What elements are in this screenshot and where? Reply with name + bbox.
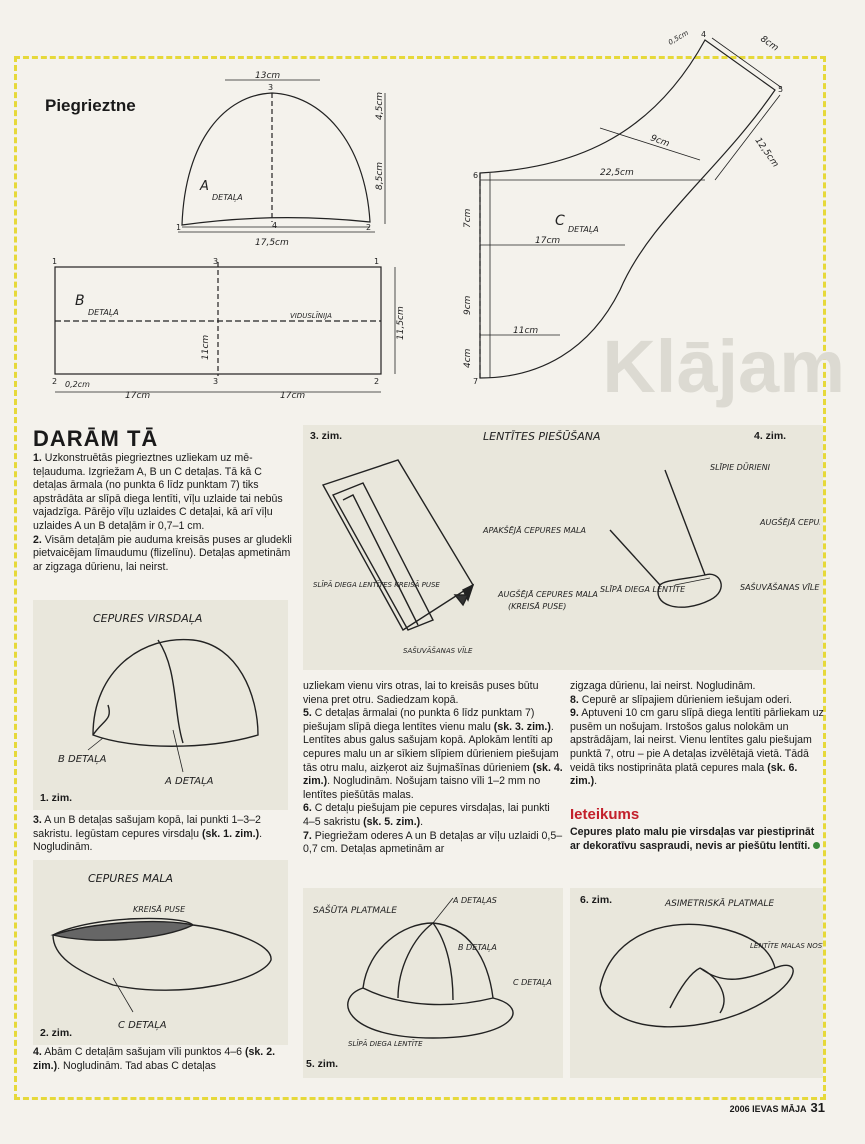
col3-steps: zigzaga dūrienu, lai neirst. Nogludinām.… [570,680,824,788]
svg-text:DETAĻA: DETAĻA [88,308,119,317]
svg-text:4cm: 4cm [463,348,473,368]
svg-text:0,2cm: 0,2cm [65,380,90,389]
fig6-label: 6. zim. [580,894,613,906]
svg-text:ASIMETRISKĀ PLATMALE: ASIMETRISKĀ PLATMALE [664,898,774,909]
dim-c-w3: 11cm [513,326,538,336]
tip-text: Cepures plato malu pie virsdaļas var pie… [570,826,825,853]
svg-text:3: 3 [213,377,218,386]
svg-text:LENTĪTE MALAS NOSTIPRINĀ­ŠANAI: LENTĪTE MALAS NOSTIPRINĀ­ŠANAI [750,941,823,950]
svg-text:VIDUSLĪNIJA: VIDUSLĪNIJA [290,311,332,320]
svg-text:C DETAĻA: C DETAĻA [118,1020,167,1031]
svg-text:B DETAĻA: B DETAĻA [58,754,107,765]
svg-text:2: 2 [52,377,57,386]
svg-text:4: 4 [272,221,277,230]
svg-text:SAŠUVĀŠANAS VĪLE: SAŠUVĀŠANAS VĪLE [403,646,473,655]
svg-text:DETAĻA: DETAĻA [212,193,243,202]
fig4-label: 4. zim. [754,430,787,442]
fig3-label: 3. zim. [310,430,343,442]
dim-b-left: 17cm [125,391,150,401]
svg-text:B DETAĻA: B DETAĻA [458,943,497,952]
dim-a-h2: 8,5cm [375,162,385,190]
dim-c-w2: 17cm [535,236,560,246]
dim-a-bottom: 17,5cm [255,238,289,248]
fig6-zone [570,888,823,1078]
col1-steps: 1. Uzkonstruētās piegrieztnes uzliekam u… [33,452,293,574]
fig1-zone [33,600,288,810]
svg-text:AUGŠĒJĀ CEPURES MALA: AUGŠĒJĀ CEPURES MALA [759,516,820,527]
svg-text:1: 1 [52,257,57,266]
step-1: 1. Uzkonstruētās piegrieztnes uzliekam u… [33,452,283,532]
bullet-icon [813,841,821,849]
tip-title: Ieteikums [570,806,640,823]
pattern-a-shape [181,92,371,226]
svg-text:5: 5 [778,85,783,94]
b-detala-label: B [75,293,85,309]
svg-text:KREISĀ PUSE: KREISĀ PUSE [133,904,186,914]
fig1-heading: CEPURES VIRSDAĻA [93,612,202,625]
svg-text:11,5cm: 11,5cm [396,306,406,340]
fig34-zone [303,425,823,670]
svg-text:(KREISĀ PUSE): (KREISĀ PUSE) [508,601,566,611]
svg-text:0,5cm: 0,5cm [667,29,690,47]
fig2-heading: CEPURES MALA [88,872,173,885]
svg-text:8cm: 8cm [758,34,780,53]
svg-text:A DETAĻAS: A DETAĻAS [452,896,497,905]
section-title: DARĀM TĀ [33,426,159,451]
svg-text:SLĪPĀ DIEGA LENTĪTES KREISĀ PU: SLĪPĀ DIEGA LENTĪTES KREISĀ PUSE [313,580,440,589]
fig1-drawing: CEPURES VIRSDAĻA B DETAĻA A DETAĻA [58,612,259,787]
svg-text:4: 4 [701,30,706,39]
a-detala-label: A [199,179,209,194]
svg-text:7: 7 [473,377,478,386]
svg-text:SAŠUVĀŠANAS VĪLE: SAŠUVĀŠANAS VĪLE [740,581,820,592]
svg-text:DETAĻA: DETAĻA [568,225,599,234]
fig5-zone [303,888,563,1078]
svg-text:SLĪPĀ DIEGA LENTĪTE: SLĪPĀ DIEGA LENTĪTE [600,584,686,594]
svg-text:1: 1 [176,223,181,232]
background-title: Klājam [602,325,845,408]
svg-text:AUGŠĒJĀ CEPURES MALA: AUGŠĒJĀ CEPURES MALA [497,588,598,599]
dashed-frame [14,56,826,1100]
col1-step3: 3. A un B detaļas sašujam kopā, lai punk… [33,814,263,854]
fig2-zone [33,860,288,1045]
svg-text:SAŠŪTA PLATMALE: SAŠŪTA PLATMALE [313,904,397,916]
svg-text:A DETAĻA: A DETAĻA [164,776,214,787]
svg-text:C DETAĻA: C DETAĻA [513,978,552,987]
dim-a-h1: 4,5cm [375,92,385,120]
svg-text:11cm: 11cm [201,335,211,360]
fig1-label: 1. zim. [40,792,73,804]
svg-text:7cm: 7cm [463,208,473,228]
fig2-label: 2. zim. [40,1027,73,1039]
fig3-drawing: LENTĪTES PIEŠŪŠANA APAKŠĒJĀ CEPURES MALA… [313,430,601,655]
fig2-drawing: CEPURES MALA KREISĀ PUSE C DETAĻA [50,872,272,1031]
svg-text:2: 2 [366,223,371,232]
svg-text:6: 6 [473,171,478,180]
step-2: 2. Visām detaļām pie auduma kreisās puse… [33,533,292,573]
dim-b-right: 17cm [280,391,305,401]
svg-text:3: 3 [268,83,273,92]
svg-text:2: 2 [374,377,379,386]
pattern-title: Piegrieztne [45,96,136,115]
fig5-label: 5. zim. [306,1058,339,1070]
svg-text:SLĪPĀ DIEGA LENTĪTE: SLĪPĀ DIEGA LENTĪTE [348,1039,423,1048]
svg-text:APAKŠĒJĀ CEPURES MALA: APAKŠĒJĀ CEPURES MALA [482,524,586,535]
fig4-drawing: SLĪPIE DŪRIENI AUGŠĒJĀ CEPURES MALA SLĪP… [600,462,820,608]
svg-text:9cm: 9cm [463,295,473,315]
svg-text:1: 1 [374,257,379,266]
fig6-drawing: ASIMETRISKĀ PLATMALE LENTĪTE MALAS NOSTI… [599,898,823,1028]
col1-step4: 4. Abām C detaļām sašujam vīli punktos 4… [33,1046,276,1072]
dim-c-w1: 22,5cm [600,168,634,178]
dim-a-top: 13cm [255,71,280,81]
pattern-diagram: 13cm 17,5cm 4,5cm 8,5cm A DETAĻA B DETAĻ… [52,29,783,401]
svg-text:SLĪPIE DŪRIENI: SLĪPIE DŪRIENI [710,462,771,472]
pattern-c-shape [479,39,776,379]
col2-steps: uzliekam vienu virs otras, lai to kreisā… [303,680,563,856]
c-detala-label: C [555,213,565,229]
svg-text:3: 3 [213,257,218,266]
fig5-drawing: SAŠŪTA PLATMALE A DETAĻAS B DETAĻA C DET… [313,896,552,1048]
svg-text:12,5cm: 12,5cm [753,136,781,170]
fig3-heading: LENTĪTES PIEŠŪŠANA [483,430,601,443]
